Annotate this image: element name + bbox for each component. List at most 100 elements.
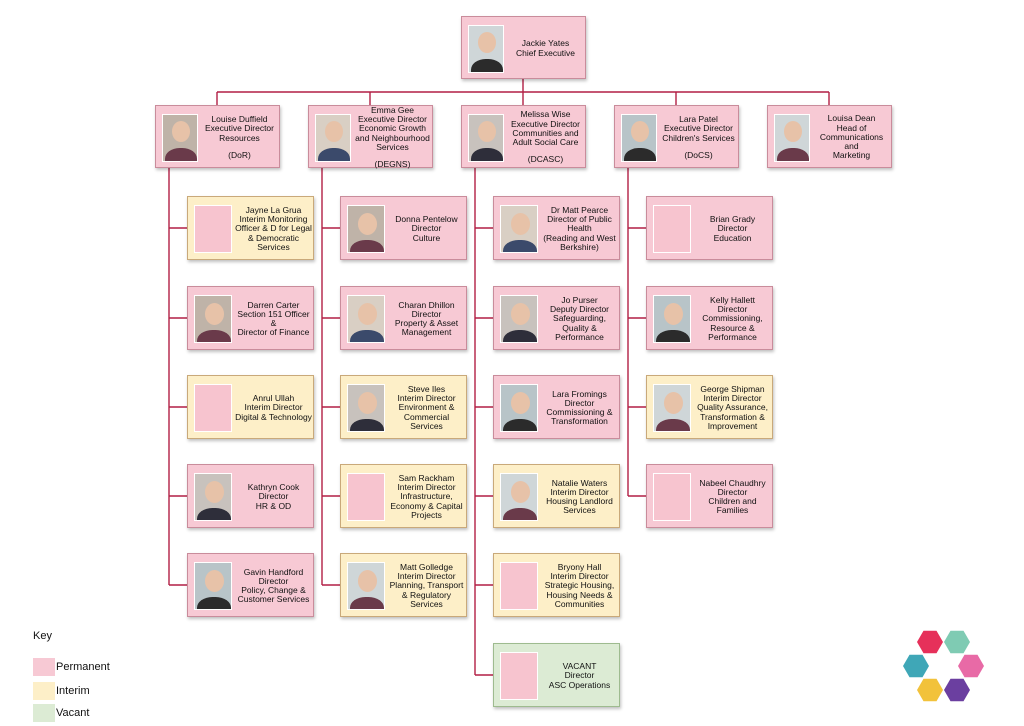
person-title: Chief Executive [515,47,576,58]
person-body-icon [196,596,231,609]
person-title: Interim Director Housing Landlord Servic… [546,486,613,516]
person-body-icon [502,329,537,342]
person-head-icon [784,121,802,142]
person-title: Director Commissioning, Resource & Perfo… [702,304,763,342]
photo-placeholder [500,562,538,610]
person-photo [468,24,504,73]
person-title: Interim Director Digital & Technology [235,402,312,422]
photo-placeholder [500,652,538,700]
person-title: Director Commissioning & Transformation [546,397,613,427]
person-head-icon [510,302,530,325]
person-head-icon [663,302,683,325]
person-photo [653,295,691,343]
person-head-icon [478,121,496,142]
person-body-icon [502,239,537,252]
person-body-icon [349,329,384,342]
person-head-icon [204,302,224,325]
person-name: Steve Iles [407,383,446,394]
person-title: Executive Director Economic Growth and N… [355,114,430,152]
person-title: Interim Director Planning, Transport & R… [389,571,464,609]
person-photo [347,295,385,343]
person-name: Louisa Dean [827,113,876,124]
person-dept: (DoCS) [684,149,713,160]
photo-placeholder [194,205,232,253]
person-name: Matt Golledge [400,561,453,572]
person-name: Nabeel Chaudhry [699,477,766,488]
key-label-interim: Interim [56,685,90,697]
person-head-icon [357,569,377,592]
person-body-icon [470,148,503,161]
person-body-icon [164,148,197,161]
person-photo [162,113,198,162]
person-name: Brian Grady [709,214,756,225]
person-name: Kathryn Cook [247,482,300,493]
person-title: Interim Director Infrastructure, Economy… [390,482,463,520]
person-body-icon [655,418,690,431]
person-title: Interim Director Environment & Commercia… [397,393,456,431]
person-photo [500,473,538,521]
person-head-icon [204,569,224,592]
person-title: Deputy Director Safeguarding, Quality & … [549,304,610,342]
person-name: Jayne La Grua [245,204,302,215]
person-photo [468,113,504,162]
person-title: Interim Director Quality Assurance, Tran… [697,393,768,431]
person-body-icon [196,329,231,342]
key-swatch-interim [33,682,55,700]
person-name: Louise Duffield [211,114,268,125]
person-body-icon [502,418,537,431]
person-title: Director of Public Health (Reading and W… [543,214,616,252]
person-dept: (DoR) [228,149,251,160]
person-head-icon [172,121,190,142]
person-name: George Shipman [700,383,765,394]
person-name: Lara Patel [679,114,718,125]
photo-placeholder [653,205,691,253]
person-name: Charan Dhillon [398,299,455,310]
key-label-permanent: Permanent [56,661,110,673]
logo-hexagon [944,630,970,654]
person-head-icon [357,391,377,414]
key-swatch-permanent [33,658,55,676]
person-title: Executive Director Communities and Adult… [511,118,580,148]
person-head-icon [478,32,496,53]
logo-hexagon [917,630,943,654]
person-dept: (DCASC) [527,154,564,165]
person-photo [347,205,385,253]
person-dept: (DEGNS) [374,158,411,169]
person-name: Anrul Ullah [252,393,295,404]
person-name: Dr Matt Pearce [550,204,609,215]
person-name: Jo Purser [561,294,598,305]
person-title: Interim Director Strategic Housing, Hous… [544,571,615,609]
logo-hexagon [958,654,984,678]
person-head-icon [510,212,530,235]
person-photo [500,295,538,343]
person-photo [315,113,351,162]
